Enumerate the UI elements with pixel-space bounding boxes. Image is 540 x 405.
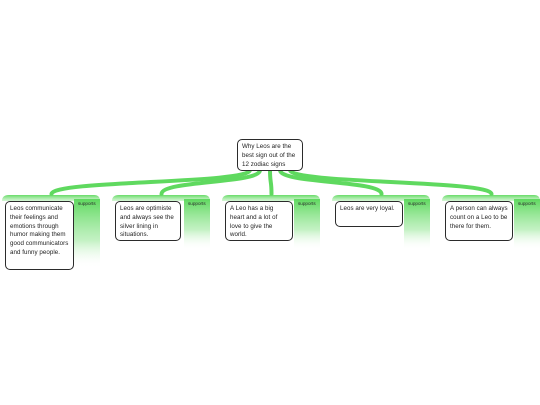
link-label-1: supports	[78, 201, 96, 206]
link-label-4: supports	[408, 201, 426, 206]
link-label-3: supports	[298, 201, 316, 206]
support-bar-2	[184, 199, 210, 250]
support-bar-1	[74, 199, 100, 268]
branch-topic-2[interactable]: Leos are optimiste and always see the si…	[115, 201, 181, 241]
connector-2	[159, 168, 262, 196]
branch-topic-1-text: Leos communicate their feelings and emot…	[10, 205, 69, 256]
branch-topic-4-text: Leos are very loyal.	[340, 205, 395, 212]
connector-lines	[49, 168, 494, 196]
connector-4	[278, 168, 384, 196]
branch-topic-4[interactable]: Leos are very loyal.	[335, 201, 403, 227]
support-bar-5	[514, 199, 540, 250]
support-bar-3	[294, 199, 320, 250]
central-topic-text: Why Leos are the best sign out of the 12…	[242, 143, 296, 168]
link-label-5: supports	[518, 201, 536, 206]
branch-support-bars	[2, 195, 540, 268]
branch-topic-3-text: A Leo has a big heart and a lot of love …	[230, 205, 278, 239]
connector-5	[288, 168, 494, 196]
branch-topic-2-text: Leos are optimiste and always see the si…	[120, 205, 174, 239]
branch-topic-5[interactable]: A person can always count on a Leo to be…	[445, 201, 513, 241]
central-topic[interactable]: Why Leos are the best sign out of the 12…	[237, 139, 303, 171]
connector-1	[49, 168, 252, 196]
branch-topic-3[interactable]: A Leo has a big heart and a lot of love …	[225, 201, 293, 241]
branch-topic-1[interactable]: Leos communicate their feelings and emot…	[5, 201, 74, 270]
connector-3	[268, 168, 274, 196]
branch-topic-5-text: A person can always count on a Leo to be…	[450, 205, 508, 230]
link-label-2: supports	[188, 201, 206, 206]
support-bar-4	[404, 199, 430, 250]
